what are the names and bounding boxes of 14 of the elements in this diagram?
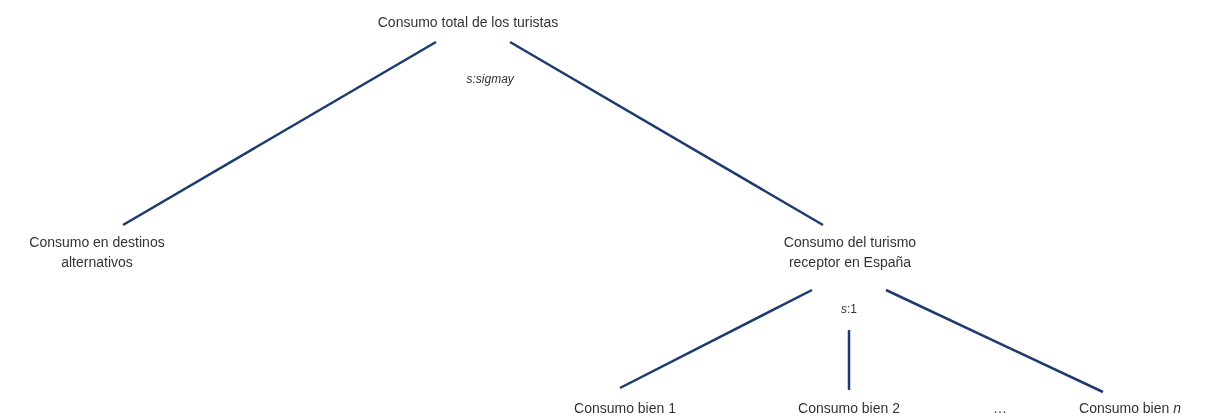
node-label: Consumo del turismo receptor en España	[782, 233, 918, 272]
node-label: Consumo bien 2	[797, 399, 901, 418]
connector-line	[122, 40, 437, 227]
parameter-label: s:sigmay	[466, 72, 514, 86]
connector-line	[847, 330, 851, 390]
node-label: Consumo total de los turistas	[376, 13, 560, 32]
parameter-label: s:1	[841, 302, 857, 316]
node-label: Consumo bien n	[1078, 399, 1182, 418]
connector-line	[509, 40, 824, 227]
node-label: Consumo bien 1	[573, 399, 677, 418]
connector-line	[619, 288, 813, 390]
node-label: Consumo en destinos alternativos	[28, 233, 166, 272]
ellipsis: …	[993, 400, 1007, 416]
connector-line	[885, 288, 1104, 394]
